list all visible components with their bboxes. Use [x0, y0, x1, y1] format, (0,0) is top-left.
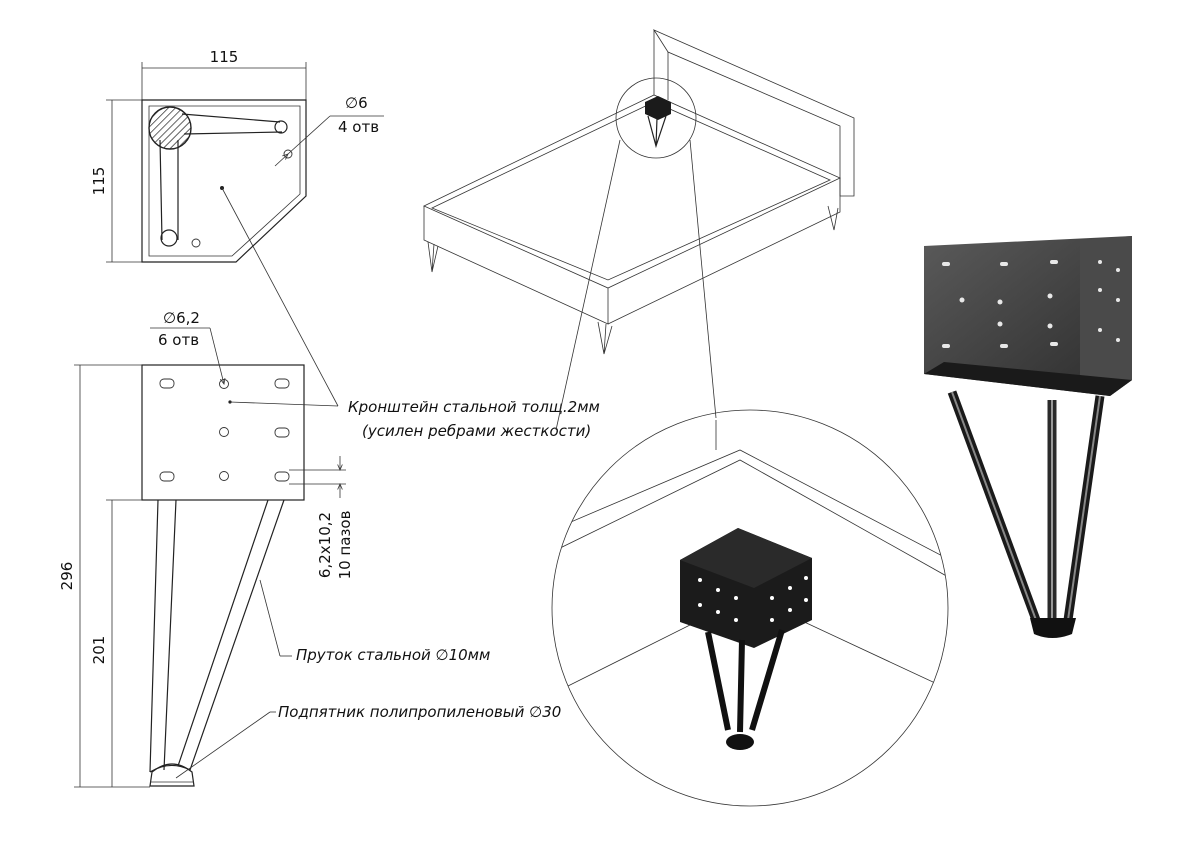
leg-height-label: 201	[90, 636, 108, 665]
slot-holes	[159, 378, 290, 482]
top-view: 115 115 ∅6 4 отв	[90, 48, 384, 263]
legs-detail	[705, 629, 785, 733]
bracket-plate-top	[141, 99, 307, 263]
mounting-hole	[191, 238, 201, 248]
height-dimension-label: 115	[90, 167, 108, 196]
slot-size-label: 6,2х10,2	[316, 512, 334, 578]
detail-view	[551, 409, 949, 807]
product-render	[924, 236, 1132, 638]
rod-callout: Пруток стальной ∅10мм	[296, 646, 490, 664]
zoom-circle-small	[615, 77, 697, 159]
leg-rod-diagonal	[177, 499, 285, 771]
leg-rod-front	[149, 499, 177, 773]
bracket-plate-front	[141, 364, 305, 501]
foot-render	[1030, 618, 1076, 638]
zoom-circle-large	[551, 409, 949, 807]
polypropylene-foot	[149, 763, 195, 787]
front-hole-count-label: 6 отв	[158, 331, 199, 349]
hole-diameter-label: ∅6	[345, 94, 368, 112]
rod-section-hatch	[148, 106, 192, 150]
foot-callout: Подпятник полипропиленовый ∅30	[278, 703, 561, 721]
width-dimension-label: 115	[210, 48, 239, 66]
callouts: Кронштейн стальной толщ.2мм (усилен ребр…	[175, 187, 600, 779]
hole-count-label: 4 отв	[338, 118, 379, 136]
bracket-callout-line2: (усилен ребрами жесткости)	[362, 422, 591, 440]
slot-count-label: 10 пазов	[336, 511, 354, 580]
total-height-label: 296	[58, 562, 76, 591]
bracket-callout-line1: Кронштейн стальной толщ.2мм	[348, 398, 600, 416]
front-hole-diameter-label: ∅6,2	[163, 309, 200, 327]
bed-isometric	[423, 29, 855, 431]
front-view: ∅6,2 6 отв 296 201 6,2х10,2 10 пазов	[58, 309, 354, 788]
bed-frame	[423, 94, 841, 289]
